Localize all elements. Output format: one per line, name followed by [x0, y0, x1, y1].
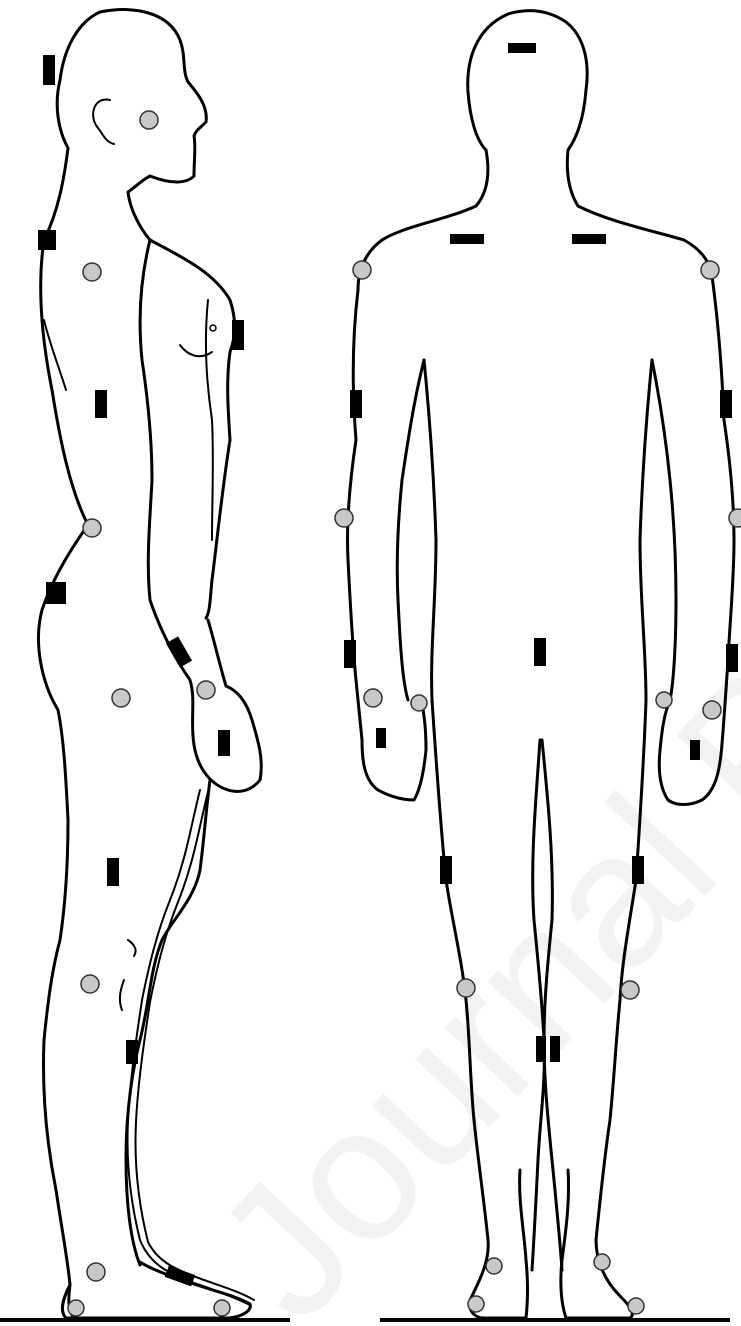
sensor-side-chest: [232, 320, 244, 350]
sensor-side-upper-back: [38, 230, 56, 250]
sensor-side-lower-back: [46, 582, 66, 604]
marker-side-knee: [81, 975, 99, 993]
marker-front-ankle-right: [594, 1254, 610, 1270]
sensor-side-foot: [165, 1266, 195, 1287]
marker-side-toe: [214, 1300, 230, 1316]
side-view-inner-arm-line: [206, 300, 213, 540]
sensor-front-forearm-right: [726, 644, 738, 672]
marker-front-wrist-right-inner: [656, 692, 672, 708]
sensor-front-shank-left: [536, 1036, 546, 1062]
marker-front-toe-right: [628, 1298, 644, 1314]
marker-front-elbow-left: [335, 509, 353, 527]
sensor-front-hand-right: [690, 740, 700, 760]
marker-side-shoulder: [83, 263, 101, 281]
marker-side-greater-trochanter: [112, 689, 130, 707]
marker-front-shoulder-right: [701, 261, 719, 279]
sensor-side-forearm: [166, 636, 192, 667]
marker-front-wrist-left-inner: [411, 695, 427, 711]
side-view-figure: [0, 10, 290, 1320]
marker-front-toe-left: [468, 1296, 484, 1312]
marker-front-wrist-right-outer: [703, 701, 721, 719]
side-view-markers: [68, 111, 230, 1316]
marker-front-elbow-right: [729, 509, 741, 527]
watermark-text: Journal Pre-proof: [175, 139, 741, 1326]
sensor-front-shank-right: [550, 1036, 560, 1062]
sensor-front-upper-arm-left: [350, 390, 362, 418]
sensor-side-thigh: [107, 858, 119, 886]
sensor-front-head: [508, 43, 536, 53]
front-view-left-arm-outer: [347, 290, 426, 800]
sensor-front-pelvis: [534, 638, 546, 666]
side-view-knee-detail: [120, 940, 136, 1010]
side-view-front-outline: [100, 10, 235, 618]
front-view-torso-right: [640, 360, 652, 700]
sensor-front-thigh-left: [440, 856, 452, 884]
side-view-nipple: [210, 325, 216, 331]
side-view-ear: [93, 99, 114, 144]
front-view-torso-left: [424, 360, 436, 700]
marker-front-shoulder-left: [353, 261, 371, 279]
sensor-front-forearm-left: [344, 640, 356, 668]
marker-front-wrist-left-outer: [364, 689, 382, 707]
front-view-neck-left: [358, 150, 488, 290]
watermark: Journal Pre-proof: [175, 139, 741, 1326]
sensor-side-shank: [126, 1040, 138, 1064]
sensor-front-thigh-right: [632, 856, 644, 884]
marker-side-ear: [140, 111, 158, 129]
sensor-side-hand: [218, 730, 230, 756]
marker-side-ankle: [87, 1263, 105, 1281]
sensor-front-shoulder-left: [450, 234, 484, 244]
marker-front-knee-right: [621, 981, 639, 999]
marker-side-wrist: [197, 681, 215, 699]
marker-side-hip: [83, 519, 101, 537]
side-view-sensors: [38, 55, 244, 1286]
marker-front-knee-left: [457, 979, 475, 997]
front-view-right-arm-inner: [652, 360, 676, 700]
side-view-back-outline: [39, 12, 100, 1318]
sensor-side-head: [43, 55, 55, 85]
sensor-front-upper-arm-right: [720, 390, 732, 418]
marker-front-ankle-left: [486, 1258, 502, 1274]
sensor-side-upper-arm: [95, 390, 107, 418]
marker-side-heel: [68, 1300, 84, 1316]
sensor-front-hand-left: [376, 728, 386, 748]
front-view-left-arm-inner: [397, 360, 424, 700]
side-view-chest-line: [180, 345, 212, 356]
sensor-front-shoulder-right: [572, 234, 606, 244]
